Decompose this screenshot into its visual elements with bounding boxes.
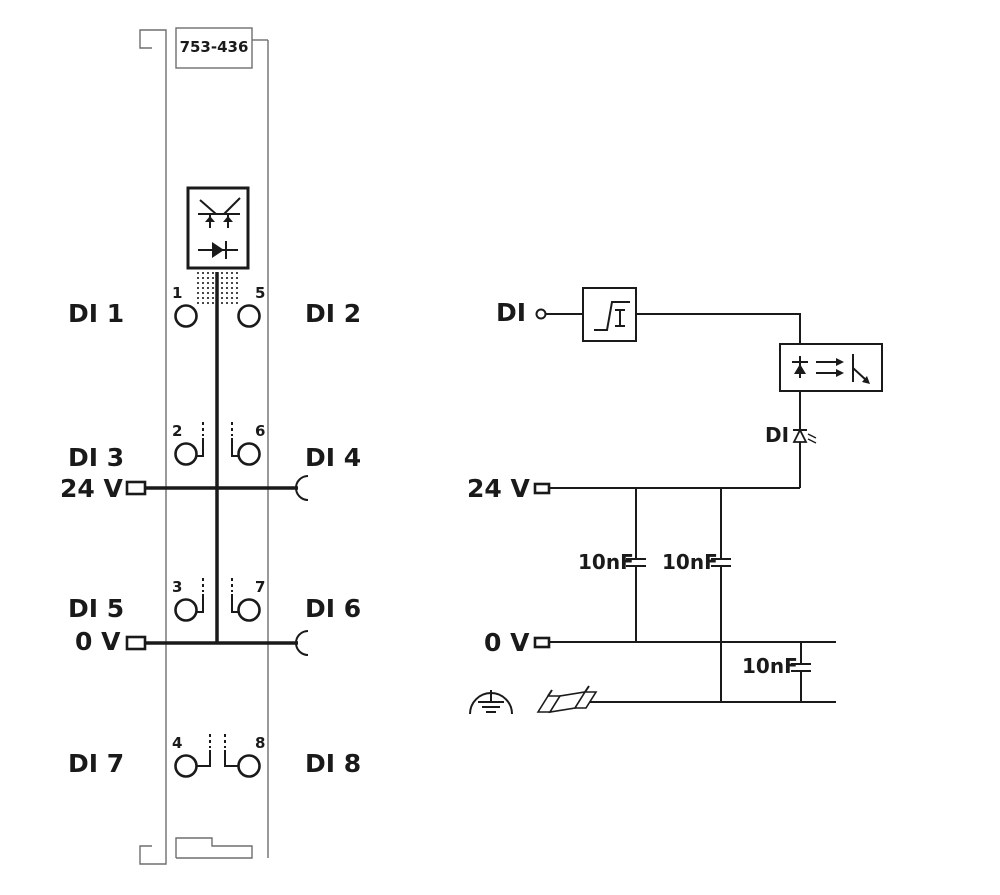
schematic-input-label: DI bbox=[496, 298, 526, 327]
part-number: 753-436 bbox=[180, 38, 249, 56]
terminal-number-4: 4 bbox=[172, 734, 182, 752]
label-di8: DI 8 bbox=[305, 749, 361, 778]
terminal-4 bbox=[174, 754, 198, 778]
optocoupler-symbol bbox=[779, 343, 883, 392]
capacitor-2-label: 10nF bbox=[662, 550, 718, 574]
module-24v-rail bbox=[125, 475, 309, 501]
protective-earth-icon bbox=[469, 690, 513, 715]
terminal-number-6: 6 bbox=[255, 422, 265, 440]
label-di5: DI 5 bbox=[68, 594, 124, 623]
input-filter-symbol bbox=[582, 287, 637, 342]
terminal-clamps bbox=[174, 304, 261, 778]
terminal-3 bbox=[174, 598, 198, 622]
terminal-2 bbox=[174, 442, 198, 466]
schematic-0v-label: 0 V bbox=[484, 628, 530, 657]
terminal-number-5: 5 bbox=[255, 284, 265, 302]
label-di7: DI 7 bbox=[68, 749, 124, 778]
module-housing bbox=[139, 29, 269, 865]
terminal-5 bbox=[237, 304, 261, 328]
capacitor-1-label: 10nF bbox=[578, 550, 634, 574]
label-di1: DI 1 bbox=[68, 299, 124, 328]
capacitor-1: 10nF bbox=[578, 488, 646, 642]
din-rail-icon bbox=[536, 685, 598, 714]
capacitor-3: 10nF bbox=[742, 642, 811, 702]
terminal-number-3: 3 bbox=[172, 578, 182, 596]
terminal-1 bbox=[174, 304, 198, 328]
led-label: DI bbox=[765, 423, 789, 447]
module-0v-rail bbox=[125, 630, 309, 656]
terminal-numbers: 1 5 2 6 3 7 4 8 bbox=[172, 284, 265, 752]
label-0v-left: 0 V bbox=[75, 627, 121, 656]
label-di2: DI 2 bbox=[305, 299, 361, 328]
terminal-7 bbox=[237, 598, 261, 622]
part-number-box: 753-436 bbox=[175, 27, 253, 69]
channel-labels: DI 1 DI 2 DI 3 DI 4 24 V DI 5 DI 6 0 V D… bbox=[60, 299, 361, 778]
terminal-8 bbox=[237, 754, 261, 778]
schematic-24v-label: 24 V bbox=[467, 474, 530, 503]
schematic: DI DI bbox=[467, 287, 883, 715]
capacitor-2: 10nF bbox=[662, 488, 731, 702]
terminal-number-1: 1 bbox=[172, 284, 182, 302]
terminal-number-7: 7 bbox=[255, 578, 265, 596]
capacitor-3-label: 10nF bbox=[742, 654, 798, 678]
status-led-symbol: DI bbox=[765, 423, 817, 447]
input-node bbox=[535, 308, 547, 320]
module-optocoupler-symbol bbox=[186, 186, 250, 306]
label-di3: DI 3 bbox=[68, 443, 124, 472]
terminal-6 bbox=[237, 442, 261, 466]
label-di4: DI 4 bbox=[305, 443, 361, 472]
terminal-number-2: 2 bbox=[172, 422, 182, 440]
label-di6: DI 6 bbox=[305, 594, 361, 623]
terminal-number-8: 8 bbox=[255, 734, 265, 752]
label-24v-left: 24 V bbox=[60, 474, 123, 503]
